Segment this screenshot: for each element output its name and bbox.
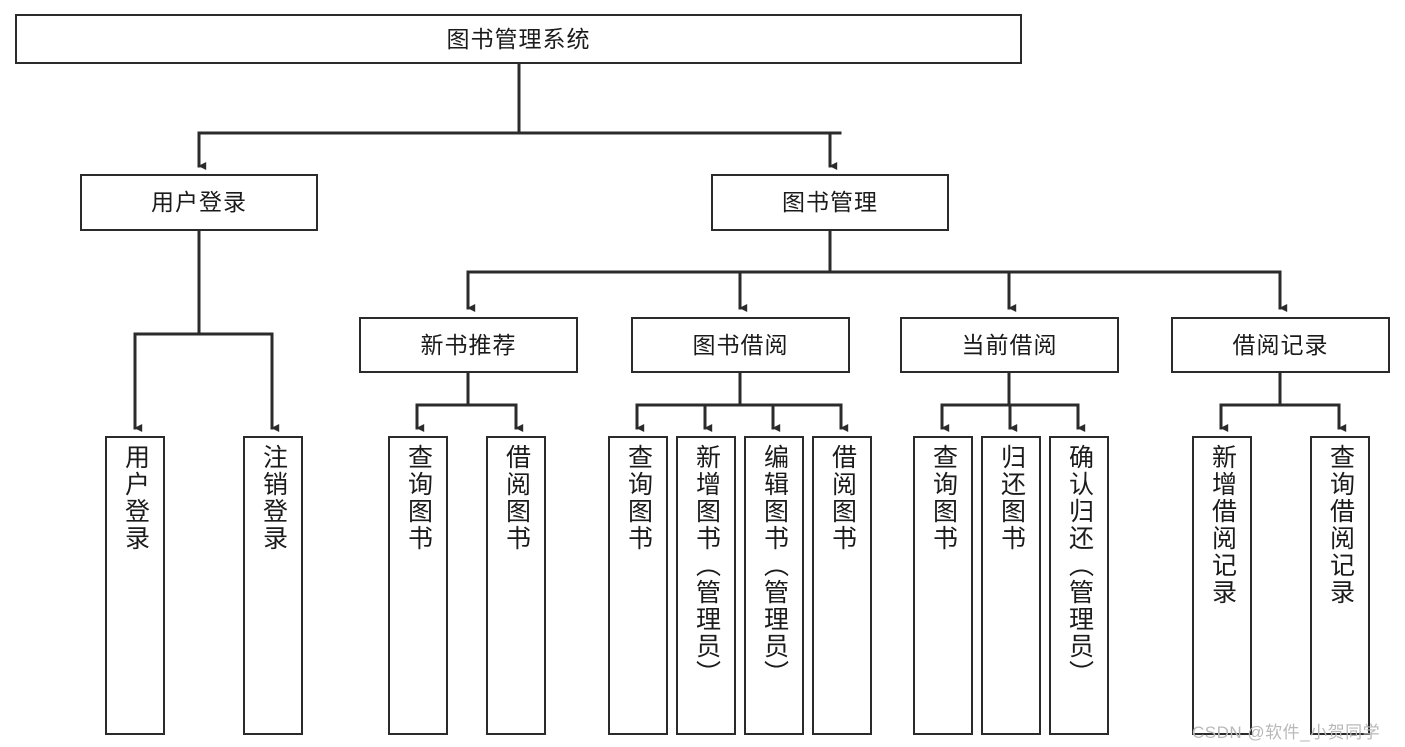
node-current-borrow[interactable]: 当前借阅	[900, 317, 1119, 373]
node-label: 图书管理	[782, 189, 878, 216]
leaf-add-book-admin[interactable]: 新增图书（管理员）	[676, 436, 736, 735]
leaf-user-logout[interactable]: 注销登录	[243, 436, 303, 735]
node-borrow-record[interactable]: 借阅记录	[1171, 317, 1390, 373]
leaf-borrow-book-borrow[interactable]: 借阅图书	[812, 436, 872, 735]
node-label: 查询图书	[929, 444, 958, 552]
leaf-query-book-borrow[interactable]: 查询图书	[608, 436, 668, 735]
node-label: 查询图书	[624, 444, 653, 552]
node-user-login[interactable]: 用户登录	[80, 174, 318, 231]
node-book-manage[interactable]: 图书管理	[711, 174, 949, 231]
node-new-book-recommend[interactable]: 新书推荐	[359, 317, 578, 373]
leaf-edit-book-admin[interactable]: 编辑图书（管理员）	[744, 436, 804, 735]
leaf-query-borrow-record[interactable]: 查询借阅记录	[1310, 436, 1370, 735]
node-book-borrow[interactable]: 图书借阅	[631, 317, 850, 373]
node-label: 当前借阅	[961, 331, 1058, 358]
node-label: 借阅记录	[1232, 331, 1329, 358]
csdn-watermark: CSDN @软件_小贺同学	[1192, 723, 1381, 742]
leaf-add-borrow-record[interactable]: 新增借阅记录	[1192, 436, 1252, 735]
node-label: 注销登录	[259, 444, 288, 552]
node-label: 查询借阅记录	[1326, 444, 1355, 606]
node-label: 借阅图书	[502, 444, 531, 552]
node-label: 确认归还（管理员）	[1065, 444, 1094, 687]
leaf-query-book-new-recommend[interactable]: 查询图书	[388, 436, 448, 735]
node-label: 新增图书（管理员）	[692, 444, 721, 687]
leaf-query-book-current[interactable]: 查询图书	[913, 436, 973, 735]
node-label: 编辑图书（管理员）	[760, 444, 789, 687]
node-label: 图书管理系统	[446, 25, 591, 52]
leaf-user-login[interactable]: 用户登录	[105, 436, 165, 735]
node-label: 图书借阅	[692, 331, 789, 358]
node-label: 查询图书	[404, 444, 433, 552]
node-label: 归还图书	[997, 444, 1026, 552]
node-label: 借阅图书	[828, 444, 857, 552]
node-label: 用户登录	[151, 189, 247, 216]
leaf-return-book[interactable]: 归还图书	[981, 436, 1041, 735]
leaf-borrow-book-new-recommend[interactable]: 借阅图书	[486, 436, 546, 735]
node-root-book-management-system[interactable]: 图书管理系统	[15, 14, 1022, 64]
node-label: 新增借阅记录	[1208, 444, 1237, 606]
node-label: 新书推荐	[420, 331, 517, 358]
node-label: 用户登录	[121, 444, 150, 552]
leaf-confirm-return-admin[interactable]: 确认归还（管理员）	[1049, 436, 1109, 735]
